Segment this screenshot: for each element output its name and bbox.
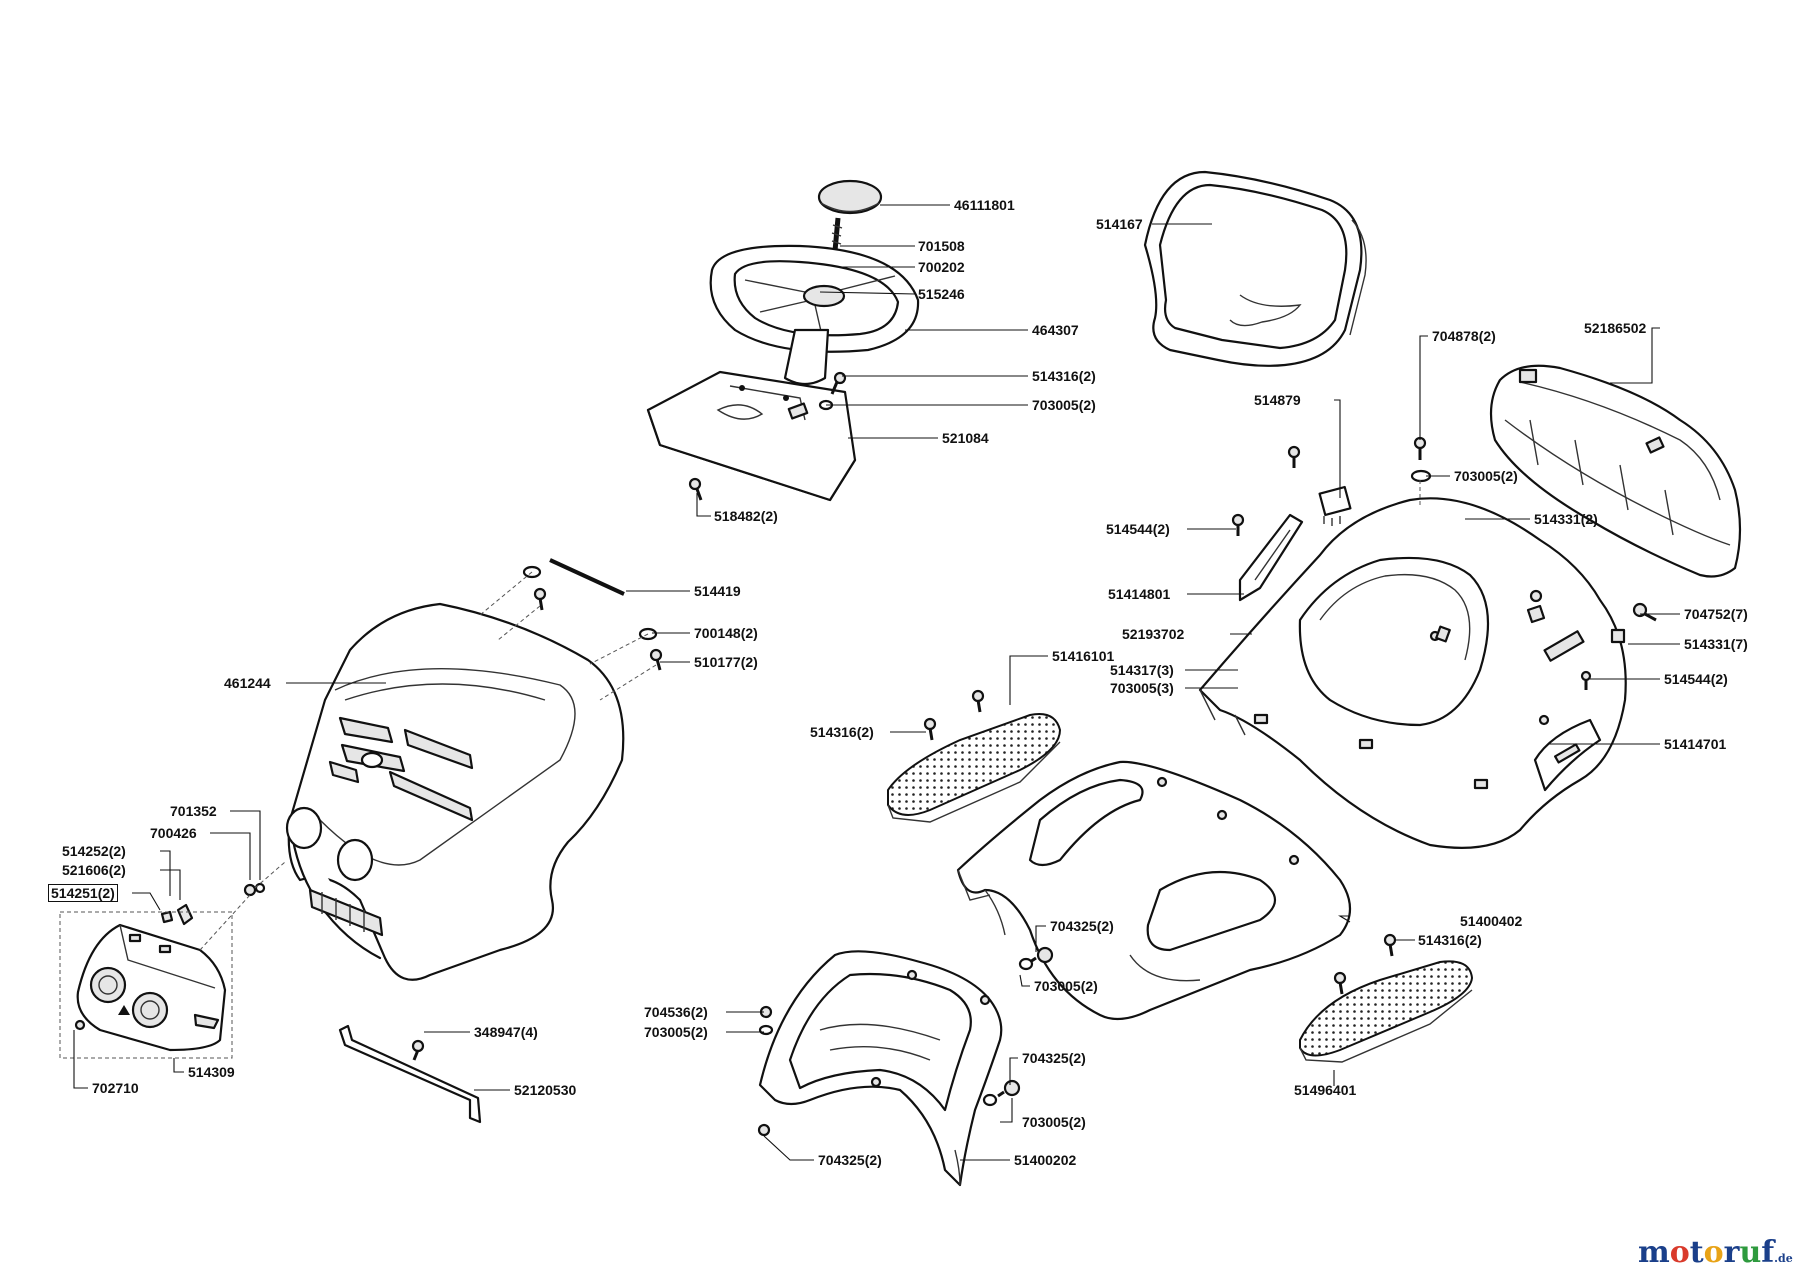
dashboard-panel: [646, 370, 857, 502]
label-51414701: 51414701: [1664, 736, 1727, 752]
label-521084: 521084: [942, 430, 989, 446]
label-704536: 704536(2): [644, 1004, 708, 1020]
brand-logo: motoruf.de: [1638, 1237, 1793, 1272]
label-518482: 518482(2): [714, 508, 778, 524]
label-461244: 461244: [224, 675, 271, 691]
rear-screw: [1231, 436, 1432, 536]
brand-suffix: .de: [1774, 1252, 1793, 1265]
seat: [1143, 170, 1367, 367]
hood-bracket: [338, 1024, 482, 1124]
label-704878: 704878(2): [1432, 328, 1496, 344]
headlight-housing: [76, 923, 227, 1052]
label-514317: 514317(3): [1110, 662, 1174, 678]
hood-washer-right: [638, 627, 663, 671]
lamp-clip: [160, 903, 194, 926]
label-514544-upper: 514544(2): [1106, 521, 1170, 537]
label-348947: 348947(4): [474, 1024, 538, 1040]
label-702710: 702710: [92, 1080, 139, 1096]
leader-lines: [73, 204, 1680, 1161]
label-701508: 701508: [918, 238, 965, 254]
label-701352: 701352: [170, 803, 217, 819]
label-514167: 514167: [1096, 216, 1143, 232]
label-52120530: 52120530: [514, 1082, 577, 1098]
hood-rod: [549, 558, 625, 596]
label-514251: 514251(2): [48, 884, 118, 902]
label-521606: 521606(2): [62, 862, 126, 878]
label-514331-upper: 514331(2): [1534, 511, 1598, 527]
side-clip: [1538, 602, 1657, 726]
rear-fender: [1198, 497, 1627, 849]
light-screw: [74, 1019, 86, 1031]
engine-hood: [285, 602, 625, 981]
brand-wordmark: motoruf: [1638, 1235, 1775, 1270]
label-514544-lower: 514544(2): [1664, 671, 1728, 687]
seat-switch: [1318, 485, 1352, 526]
label-704752: 704752(7): [1684, 606, 1748, 622]
fender-fasteners: [757, 946, 1054, 1137]
label-700148: 700148(2): [694, 625, 758, 641]
dash-screw: [830, 371, 847, 395]
dash-lower-screw: [688, 477, 703, 501]
label-514316-footrest: 514316(2): [810, 724, 874, 740]
rear-cover: [1489, 364, 1742, 578]
footplate: [956, 760, 1352, 1021]
assembly-lines: [59, 480, 1421, 1059]
front-fender: [758, 950, 1003, 1187]
label-703005-rear: 703005(2): [1454, 468, 1518, 484]
hood-washer-upper: [522, 565, 547, 611]
fender-clips: [1429, 589, 1546, 643]
label-703005-left: 703005(2): [644, 1024, 708, 1040]
label-46111801: 46111801: [954, 197, 1015, 213]
label-514316-right: 514316(2): [1418, 932, 1482, 948]
label-700202: 700202: [918, 259, 965, 275]
label-51414801: 51414801: [1108, 586, 1171, 602]
label-700426: 700426: [150, 825, 197, 841]
side-reflector: [1533, 718, 1602, 792]
seat-trim-strip: [1238, 513, 1304, 602]
label-704325-middle: 704325(2): [1022, 1050, 1086, 1066]
label-52186502: 52186502: [1584, 320, 1647, 336]
label-703005-front: 703005(2): [1034, 978, 1098, 994]
footrest-left: [887, 689, 1062, 823]
label-510177: 510177(2): [694, 654, 758, 670]
label-514331-lower: 514331(7): [1684, 636, 1748, 652]
label-704325-lower: 704325(2): [818, 1152, 882, 1168]
label-51400202: 51400202: [1014, 1152, 1077, 1168]
label-51416101: 51416101: [1052, 648, 1115, 664]
label-515246: 515246: [918, 286, 965, 302]
label-703005-bottom: 703005(2): [1022, 1114, 1086, 1130]
label-51496401: 51496401: [1294, 1082, 1357, 1098]
steering-cap: [817, 179, 883, 215]
steering-wheel: [709, 244, 920, 386]
label-514316-steering: 514316(2): [1032, 368, 1096, 384]
label-704325-upper: 704325(2): [1050, 918, 1114, 934]
footrest-right: [1299, 933, 1474, 1063]
label-703005-fender: 703005(3): [1110, 680, 1174, 696]
light-nut-washer: [243, 882, 266, 897]
label-51400402: 51400402: [1460, 913, 1523, 929]
label-514309: 514309: [188, 1064, 235, 1080]
label-52193702: 52193702: [1122, 626, 1185, 642]
label-464307: 464307: [1032, 322, 1079, 338]
label-514252: 514252(2): [62, 843, 126, 859]
label-514879: 514879: [1254, 392, 1301, 408]
label-514419: 514419: [694, 583, 741, 599]
label-703005-steering: 703005(2): [1032, 397, 1096, 413]
